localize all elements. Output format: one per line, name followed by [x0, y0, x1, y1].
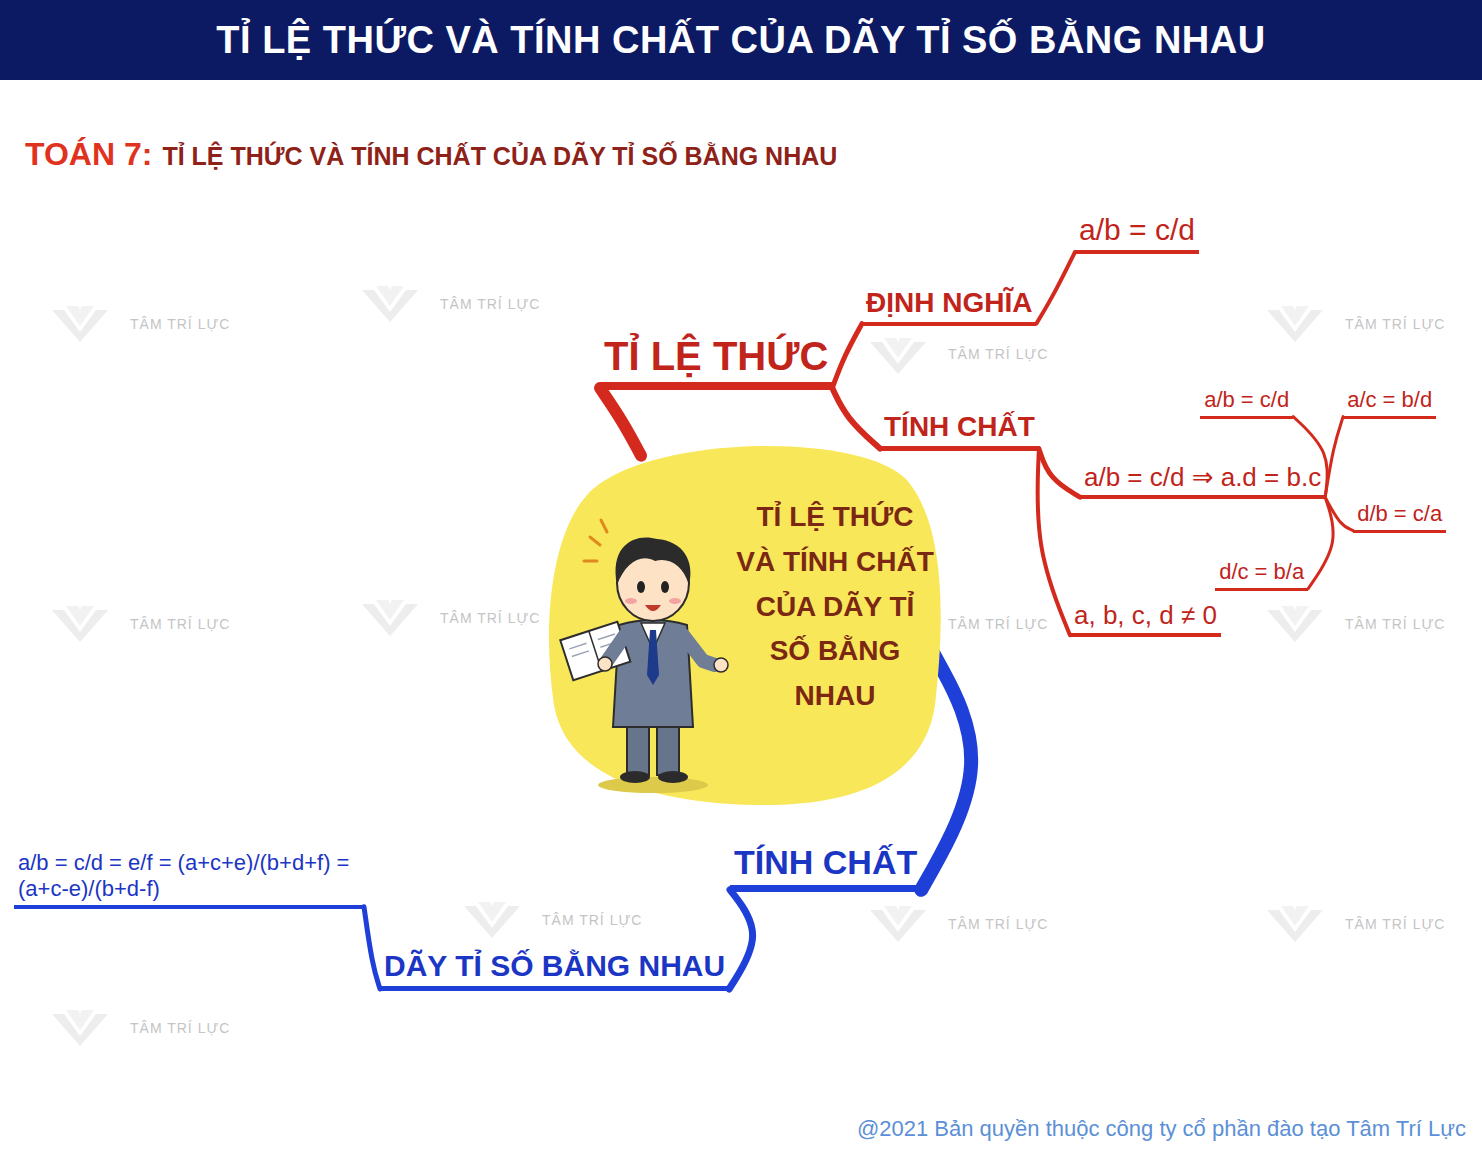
watermark-logo [362, 286, 418, 322]
watermark-logo [870, 906, 926, 942]
watermark-logo [52, 1010, 108, 1046]
watermark-text: TÂM TRÍ LỰC [948, 616, 1048, 632]
watermark-text: TÂM TRÍ LỰC [1345, 616, 1445, 632]
formula: a/b = c/d [1075, 212, 1199, 254]
formula-text: d/b = c/a [1357, 501, 1442, 527]
formula-text: a/c = b/d [1347, 387, 1432, 413]
branch-topic-text: TỈ LỆ THỨC [604, 332, 828, 380]
watermark-logo [362, 600, 418, 636]
formula: a/b = c/d [1200, 387, 1293, 418]
subtopic-label: DÃY TỈ SỐ BẰNG NHAU [380, 948, 729, 991]
watermark-text: TÂM TRÍ LỰC [130, 1020, 230, 1036]
teacher-figure [560, 520, 728, 793]
mind-map-branch [364, 907, 380, 989]
mind-map-branch [729, 890, 752, 989]
formula: d/c = b/a [1215, 559, 1308, 590]
watermark-text: TÂM TRÍ LỰC [1345, 316, 1445, 332]
central-topic-text: TỈ LỆ THỨC VÀ TÍNH CHẤT CỦA DÃY TỈ SỐ BẰ… [735, 495, 935, 719]
branch-topic: TÍNH CHẤT [730, 842, 921, 892]
watermark-text: TÂM TRÍ LỰC [440, 296, 540, 312]
formula: a/b = c/d = e/f = (a+c+e)/(b+d+f) = (a+c… [14, 850, 364, 909]
formula: a/b = c/d ⇒ a.d = b.c [1080, 462, 1325, 499]
formula-text: a/b = c/d [1204, 387, 1289, 413]
watermark-text: TÂM TRÍ LỰC [130, 616, 230, 632]
formula: a/c = b/d [1343, 387, 1436, 418]
watermark-logo [1267, 606, 1323, 642]
central-topic: TỈ LỆ THỨC VÀ TÍNH CHẤT CỦA DÃY TỈ SỐ BẰ… [545, 435, 945, 810]
condition-text: a, b, c, d ≠ 0 [1074, 600, 1217, 631]
formula-text: a/b = c/d = e/f = (a+c+e)/(b+d+f) = (a+c… [18, 850, 360, 903]
watermark-text: TÂM TRÍ LỰC [440, 610, 540, 626]
mind-map-branch [832, 324, 862, 388]
mind-map-branch [832, 388, 880, 449]
title-bar: TỈ LỆ THỨC VÀ TÍNH CHẤT CỦA DÃY TỈ SỐ BẰ… [0, 0, 1482, 80]
branch-topic-text: TÍNH CHẤT [734, 842, 917, 883]
central-illustration [545, 435, 945, 810]
mind-map-branch [1038, 449, 1070, 636]
subtopic-label-text: TÍNH CHẤT [884, 410, 1035, 444]
watermark-text: TÂM TRÍ LỰC [130, 316, 230, 332]
watermark-text: TÂM TRÍ LỰC [948, 916, 1048, 932]
mind-map-branch [1039, 449, 1080, 498]
mind-map-branch [600, 388, 641, 456]
copyright-caption: @2021 Bản quyền thuộc công ty cổ phần đà… [857, 1116, 1466, 1142]
watermark-logo [1267, 306, 1323, 342]
mind-map-branch [1308, 497, 1333, 588]
subtopic-label-text: ĐỊNH NGHĨA [866, 286, 1032, 320]
watermark-logo [1267, 906, 1323, 942]
subtitle-text: TỈ LỆ THỨC VÀ TÍNH CHẤT CỦA DÃY TỈ SỐ BẰ… [162, 142, 837, 171]
subtitle-row: TOÁN 7: TỈ LỆ THỨC VÀ TÍNH CHẤT CỦA DÃY T… [25, 136, 837, 173]
watermark-logo [870, 338, 926, 374]
formula-text: a/b = c/d [1079, 212, 1195, 248]
watermark-text: TÂM TRÍ LỰC [948, 346, 1048, 362]
watermark-logo [52, 306, 108, 342]
subtopic-label: TÍNH CHẤT [880, 410, 1039, 451]
subject-label: TOÁN 7: [25, 136, 152, 173]
formula-text: d/c = b/a [1219, 559, 1304, 585]
formula-text: a/b = c/d ⇒ a.d = b.c [1084, 462, 1321, 493]
watermark-text: TÂM TRÍ LỰC [542, 912, 642, 928]
subtopic-label: ĐỊNH NGHĨA [862, 286, 1036, 326]
subtopic-label-text: DÃY TỈ SỐ BẰNG NHAU [384, 948, 725, 984]
watermark-logo [52, 606, 108, 642]
mind-map-branch [1325, 417, 1343, 498]
formula: d/b = c/a [1353, 501, 1446, 532]
branch-topic: TỈ LỆ THỨC [600, 332, 832, 390]
watermark-text: TÂM TRÍ LỰC [1345, 916, 1445, 932]
watermark-logo [464, 902, 520, 938]
title-text: TỈ LỆ THỨC VÀ TÍNH CHẤT CỦA DÃY TỈ SỐ BẰ… [216, 19, 1265, 62]
condition: a, b, c, d ≠ 0 [1070, 600, 1221, 637]
mind-map-branch [1036, 252, 1075, 324]
